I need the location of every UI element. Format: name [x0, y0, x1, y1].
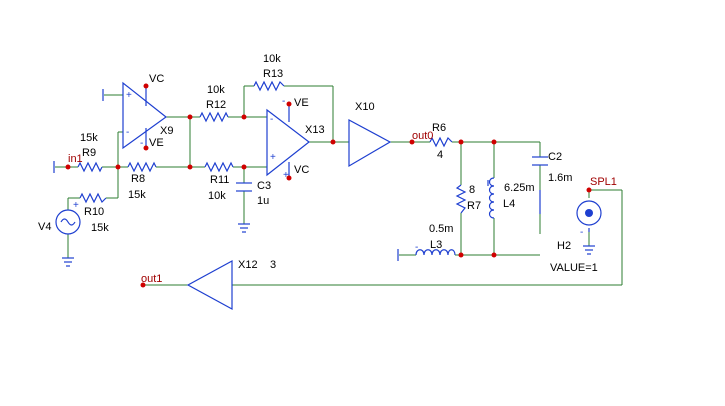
- x9-plus-pin: +: [126, 90, 132, 101]
- r7-value: 8: [469, 184, 475, 196]
- node-x9-vc: [143, 83, 149, 89]
- x12-value: 3: [270, 259, 276, 271]
- x13-supply-neg-mark: +: [283, 170, 289, 181]
- x12-name: X12: [238, 259, 258, 271]
- node-x13-vc: [286, 175, 292, 181]
- ground-c3: [238, 223, 250, 233]
- opamp-x9: + - X9 VC VE -: [122, 73, 173, 150]
- node-l4-bottom: [491, 252, 497, 258]
- x13-supply-neg: VC: [294, 164, 309, 176]
- node-r6-load: [458, 139, 464, 145]
- x9-minus-pin: -: [126, 127, 129, 138]
- c2-name: C2: [548, 151, 562, 163]
- h2-minus-mark: -: [580, 227, 583, 238]
- resistor-r6: R6 4: [429, 122, 453, 161]
- r8-value: 15k: [128, 189, 146, 201]
- h2-value: VALUE=1: [550, 262, 598, 274]
- opamp-x13: - + X13 VE VC - +: [266, 96, 325, 181]
- node-x9-out: [187, 114, 193, 120]
- buffer-x10: X10: [348, 101, 392, 168]
- r9-value: 15k: [80, 132, 98, 144]
- l3-value: 0.5m: [429, 223, 453, 235]
- resistor-r9: R9 15k: [77, 132, 103, 173]
- junction-nodes: [65, 83, 592, 288]
- net-label-out1: out1: [141, 273, 162, 285]
- l3-name: L3: [430, 239, 442, 251]
- buffer-x12: X12 3: [186, 259, 276, 311]
- node-out1: [140, 282, 146, 288]
- node-spl1: [586, 187, 592, 193]
- ground-v4: [62, 257, 74, 267]
- node-out0: [409, 139, 415, 145]
- l4-value: 6.25m: [504, 182, 535, 194]
- node-x13-out: [330, 139, 336, 145]
- x13-name: X13: [305, 124, 325, 136]
- x10-name: X10: [355, 101, 375, 113]
- r13-value: 10k: [263, 53, 281, 65]
- resistor-r7: 8 R7: [455, 184, 481, 214]
- ground-symbols: [53, 89, 595, 267]
- c3-name: C3: [257, 180, 271, 192]
- h2-name: H2: [557, 240, 571, 252]
- r8-name: R8: [131, 173, 145, 185]
- voltage-source-v4: V4 +: [38, 200, 81, 235]
- wires: [55, 85, 623, 286]
- inductor-l3: 0.5m L3 -: [415, 223, 456, 256]
- r11-value: 10k: [208, 190, 226, 202]
- r11-name: R11: [210, 174, 229, 186]
- x9-supply-pos: VC: [149, 73, 164, 85]
- resistor-r12: R12 10k: [199, 84, 229, 123]
- node-l3-r7: [458, 252, 464, 258]
- r6-value: 4: [437, 149, 443, 161]
- resistor-r13: R13 10k: [253, 53, 285, 92]
- resistor-r8: R8 15k: [127, 161, 157, 201]
- r9-name: R9: [82, 147, 96, 159]
- v4-plus-mark: +: [73, 200, 79, 211]
- inductor-l4: 6.25m L4: [487, 177, 535, 219]
- node-x13-ve: [286, 101, 292, 107]
- c3-value: 1u: [257, 195, 269, 207]
- l3-pin-mark: -: [415, 242, 418, 253]
- r12-value: 10k: [207, 84, 225, 96]
- x13-supply-pos-mark: -: [282, 96, 285, 107]
- x9-supply-neg: VE: [149, 137, 164, 149]
- x13-minus-pin: -: [270, 114, 273, 125]
- node-l4-top: [491, 139, 497, 145]
- node-x9-inv: [115, 164, 121, 170]
- v4-name: V4: [38, 221, 51, 233]
- net-label-in1: in1: [68, 153, 83, 165]
- capacitor-c2: C2 1.6m: [532, 151, 572, 214]
- resistor-r10: R10 15k: [79, 192, 109, 234]
- node-r8-r11: [187, 164, 193, 170]
- ground-h2: [583, 245, 595, 255]
- r7-name: R7: [467, 200, 481, 212]
- source-h2: - H2 VALUE=1: [550, 200, 602, 274]
- c2-value: 1.6m: [548, 172, 572, 184]
- r12-name: R12: [206, 99, 226, 111]
- r10-value: 15k: [91, 222, 109, 234]
- capacitor-c3: C3 1u: [236, 180, 271, 207]
- l4-name: L4: [503, 198, 515, 210]
- x9-supply-neg-mark: -: [140, 138, 143, 149]
- r13-name: R13: [263, 68, 283, 80]
- x9-name: X9: [160, 125, 173, 137]
- node-in1: [65, 164, 71, 170]
- net-label-out0: out0: [412, 130, 433, 142]
- r10-name: R10: [84, 206, 104, 218]
- net-label-spl1: SPL1: [590, 176, 617, 188]
- node-x13-noninv: [241, 164, 247, 170]
- x13-supply-pos: VE: [294, 97, 309, 109]
- x13-plus-pin: +: [270, 152, 276, 163]
- resistor-r11: R11 10k: [204, 161, 234, 202]
- r6-name: R6: [432, 122, 446, 134]
- node-x9-ve: [143, 145, 149, 151]
- node-x13-inv: [241, 114, 247, 120]
